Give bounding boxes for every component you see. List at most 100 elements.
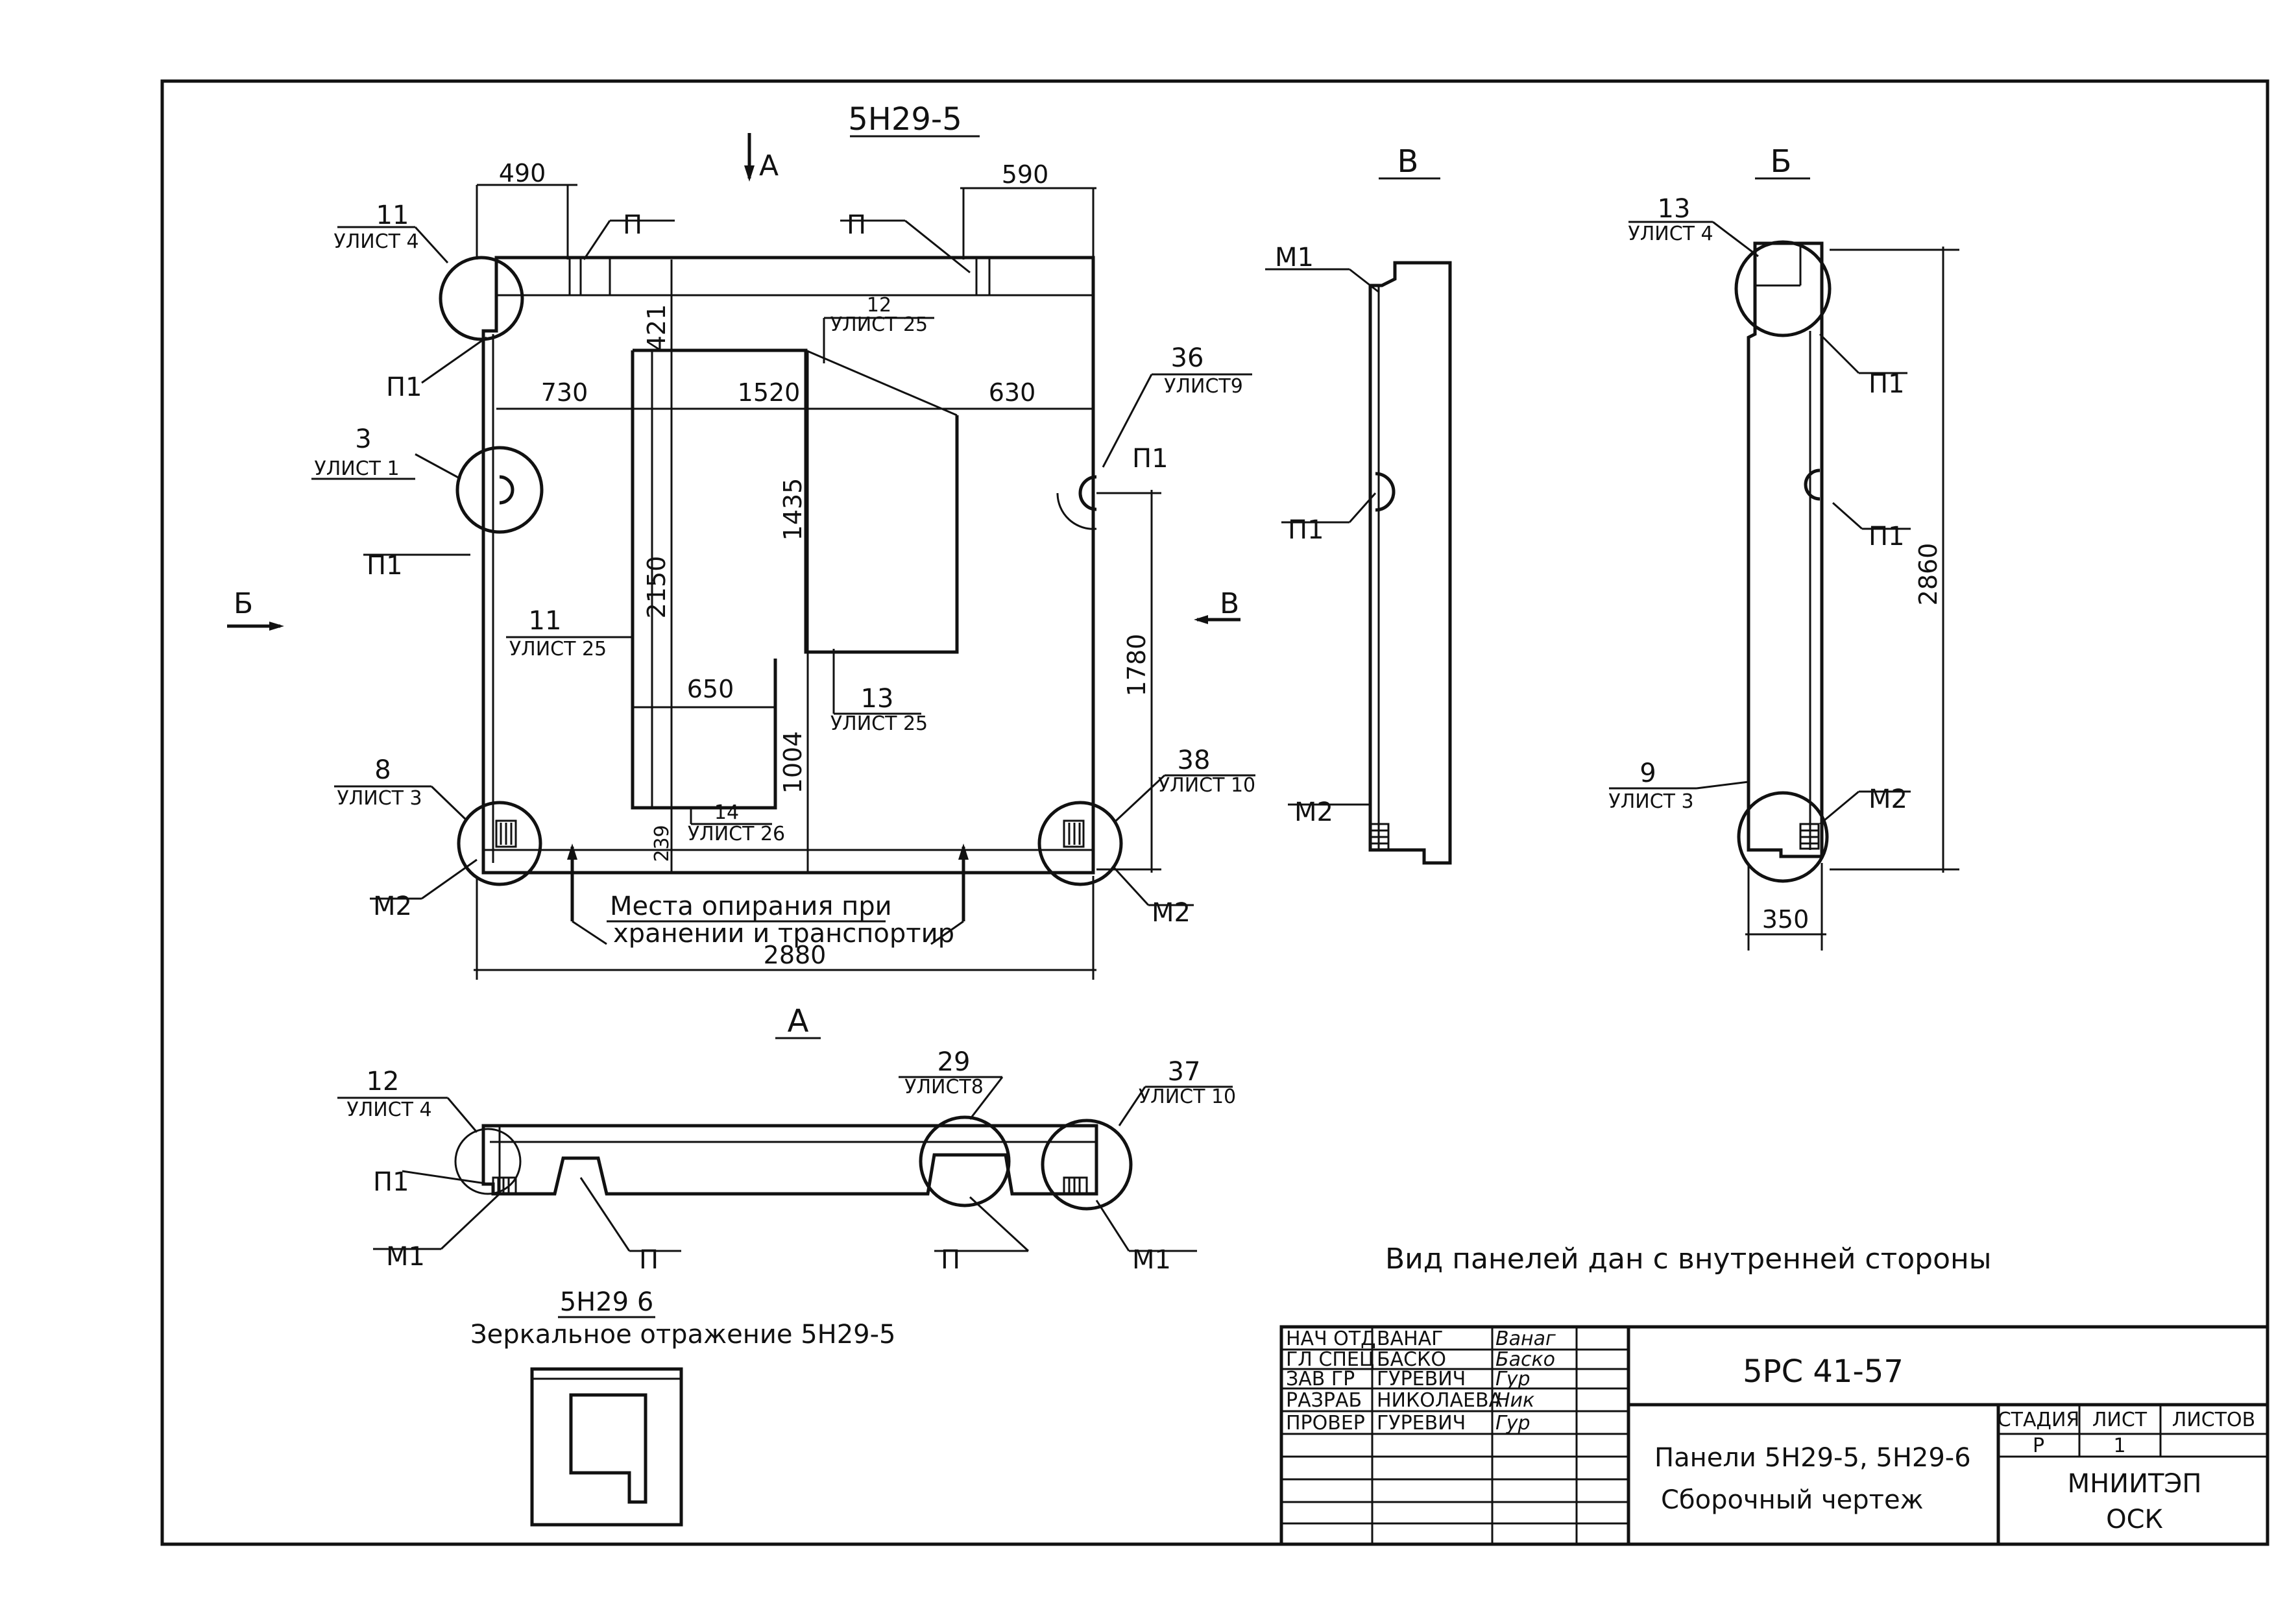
detail-circle-38 — [1037, 801, 1123, 886]
view-arrow-a: А — [759, 149, 779, 182]
mark-m2-left: М2 — [373, 891, 412, 921]
role-4: ПРОВЕР — [1286, 1412, 1365, 1435]
sheet-value: 1 — [2113, 1435, 2125, 1457]
dim-2150: 2150 — [642, 556, 671, 619]
view-b-mark-m2: М2 — [1869, 784, 1907, 814]
mirror-note: Зеркальное отражение 5Н29-5 — [470, 1320, 896, 1350]
callout-11-top-sheet: УЛИСТ 4 — [333, 230, 418, 253]
view-v-mark-m1: М1 — [1275, 243, 1314, 273]
mirror-title: 5Н29 6 — [560, 1287, 654, 1317]
view-b-callout-9-sheet: УЛИСТ 3 — [1608, 790, 1693, 813]
callout-8: 8 — [374, 755, 391, 785]
dim-650: 650 — [687, 675, 734, 703]
view-a-callout-29-sheet: УЛИСТ8 — [904, 1076, 984, 1098]
callout-38-sheet: УЛИСТ 10 — [1158, 774, 1255, 797]
doc-name-line1: Панели 5Н29-5, 5Н29-6 — [1654, 1443, 1971, 1473]
org-line1: МНИИТЭП — [2068, 1469, 2202, 1499]
dim-239: 239 — [651, 825, 673, 862]
callout-12-sheet: УЛИСТ 25 — [830, 313, 928, 336]
callout-11-mid-sheet: УЛИСТ 25 — [509, 638, 607, 661]
view-arrow-v: В — [1220, 587, 1239, 620]
name-3: НИКОЛАЕВА — [1377, 1389, 1503, 1412]
name-4: ГУРЕВИЧ — [1377, 1412, 1466, 1435]
callout-11-top: 11 — [376, 200, 409, 230]
sheet-label: ЛИСТ — [2092, 1409, 2148, 1431]
sheet-border — [160, 79, 2269, 1546]
view-b-mark-p1-top: П1 — [1869, 369, 1905, 399]
view-a-callout-29: 29 — [938, 1047, 971, 1077]
mark-p-right: П — [847, 210, 866, 240]
view-b-dim-350: 350 — [1762, 905, 1809, 934]
view-arrow-b: Б — [234, 587, 253, 620]
org-line2: ОСК — [2106, 1505, 2163, 1534]
callout-38: 38 — [1178, 745, 1211, 775]
view-a: А 12 УЛИСТ 4 П1 М1 П 29 УЛИСТ8 П — [337, 1003, 1236, 1275]
dim-490: 490 — [499, 159, 546, 188]
main-dimensions: 490 590 421 730 1520 630 1435 2150 650 1… — [474, 159, 1161, 980]
mirror-window — [569, 1393, 647, 1504]
view-v-title: В — [1398, 143, 1419, 180]
signature-2: Гур — [1495, 1368, 1531, 1390]
signature-3: Ник — [1495, 1389, 1534, 1412]
stage-value: Р — [2033, 1435, 2044, 1457]
main-view: 5Н29-5 — [227, 101, 1255, 980]
view-a-mark-m1-left: М1 — [386, 1242, 425, 1272]
role-1: ГЛ СПЕЦ — [1286, 1348, 1374, 1371]
callout-12: 12 — [867, 294, 891, 317]
view-a-mark-p-right: П — [941, 1245, 960, 1275]
title-block: НАЧ ОТД ВАНАГ Ванаг ГЛ СПЕЦ БАСКО Баско … — [1279, 1325, 2269, 1546]
mark-p-left: П — [623, 210, 642, 240]
view-b-mark-p1-mid: П1 — [1869, 522, 1905, 551]
role-2: ЗАВ ГР — [1286, 1368, 1355, 1390]
view-a-callout-37-sheet: УЛИСТ 10 — [1139, 1085, 1236, 1108]
stage-label: СТАДИЯ — [1998, 1409, 2080, 1431]
mark-p1-upper: П1 — [386, 372, 422, 402]
dim-2880: 2880 — [764, 941, 827, 969]
view-b-callout-13-sheet: УЛИСТ 4 — [1628, 223, 1713, 245]
mark-m2-right: М2 — [1152, 898, 1191, 928]
sheets-label: ЛИСТОВ — [2172, 1409, 2255, 1431]
signature-4: Гур — [1495, 1412, 1531, 1435]
view-a-mark-p-left: П — [639, 1245, 659, 1275]
support-note-line1: Места опирания при — [610, 891, 892, 921]
view-v-outline — [1368, 261, 1452, 865]
callout-14: 14 — [714, 801, 739, 824]
detail-circle-11 — [439, 256, 524, 341]
signature-0: Ванаг — [1495, 1327, 1556, 1350]
dim-1780: 1780 — [1122, 634, 1151, 697]
view-b-title: Б — [1771, 143, 1792, 180]
callout-13-sheet: УЛИСТ 25 — [830, 712, 928, 735]
view-b-callout-9: 9 — [1640, 758, 1656, 788]
window-opening — [631, 348, 959, 810]
view-note: Вид панелей дан с внутренней стороны — [1385, 1242, 1992, 1276]
mirror-panel-outline — [530, 1367, 683, 1527]
view-a-callout-12-sheet: УЛИСТ 4 — [346, 1098, 431, 1121]
view-b-callout-13: 13 — [1658, 194, 1691, 224]
view-a-callout-12: 12 — [367, 1067, 400, 1097]
name-1: БАСКО — [1377, 1348, 1446, 1371]
dim-1004: 1004 — [779, 731, 807, 794]
view-b: Б 2860 350 13 УЛИСТ 4 П1 П1 9 УЛИСТ 3 — [1608, 143, 1959, 951]
dim-1520: 1520 — [738, 378, 801, 407]
view-a-mark-m1-right: М1 — [1132, 1245, 1171, 1275]
callout-3-sheet: УЛИСТ 1 — [314, 457, 399, 480]
view-b-dim-2860: 2860 — [1914, 543, 1942, 606]
main-view-title: 5Н29-5 — [848, 101, 962, 138]
support-note-line2: хранении и транспортир — [613, 919, 954, 949]
callout-13: 13 — [861, 684, 894, 714]
mark-p1-left: П1 — [367, 551, 403, 581]
view-v-mark-m2: М2 — [1294, 797, 1333, 827]
mark-p1-right: П1 — [1132, 444, 1168, 474]
view-a-callout-37: 37 — [1168, 1057, 1201, 1087]
view-b-outline — [1747, 241, 1824, 858]
view-v: В М1 П1 М2 — [1265, 143, 1452, 865]
detail-circle-3 — [455, 446, 544, 534]
callout-14-sheet: УЛИСТ 26 — [688, 823, 785, 845]
dim-730: 730 — [541, 378, 588, 407]
name-2: ГУРЕВИЧ — [1377, 1368, 1466, 1390]
doc-code: 5РС 41-57 — [1743, 1353, 1904, 1390]
callout-3: 3 — [355, 424, 371, 454]
mirror-view: 5Н29 6 Зеркальное отражение 5Н29-5 — [470, 1287, 896, 1527]
detail-circle-8 — [457, 801, 542, 886]
